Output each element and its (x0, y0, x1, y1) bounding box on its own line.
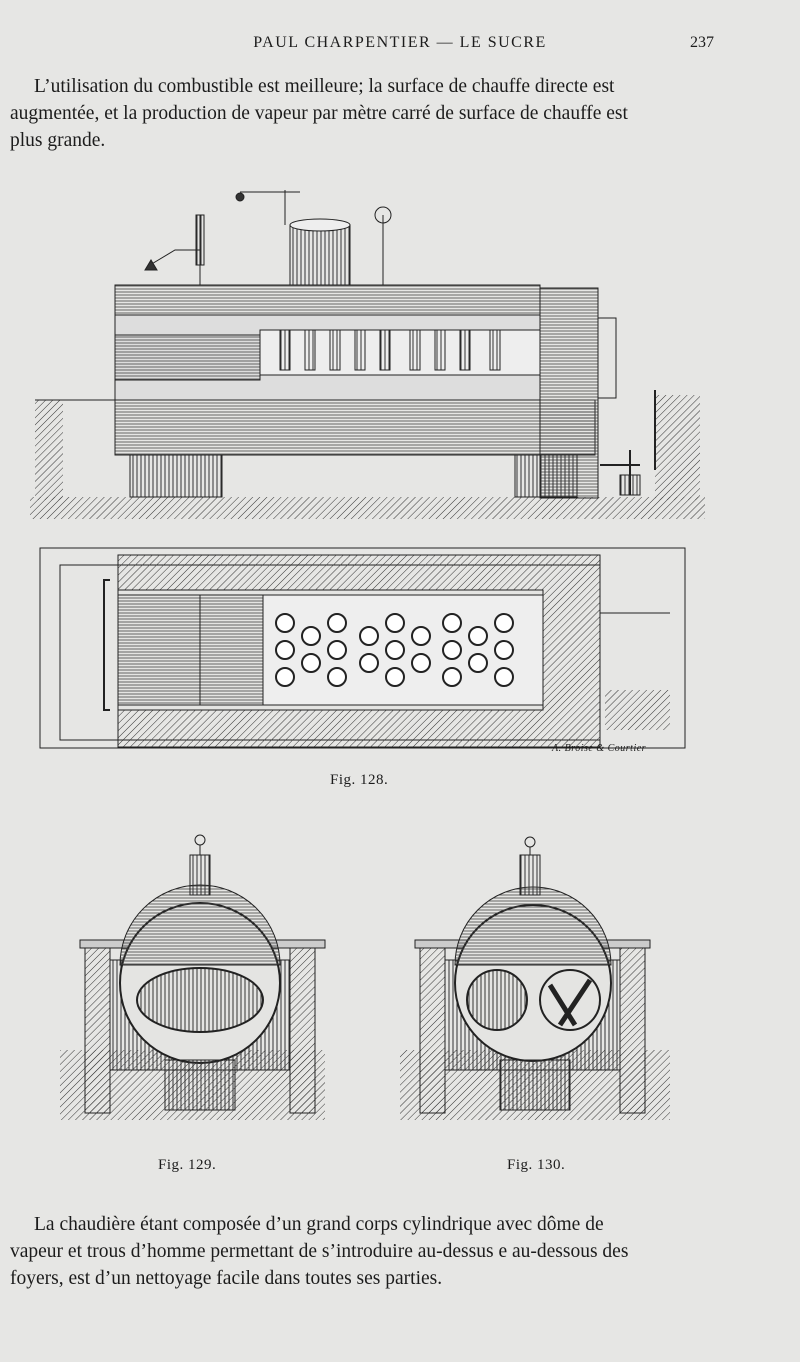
paragraph-conclusion: La chaudière étant composée d’un grand c… (10, 1211, 628, 1292)
fig130-drawing (400, 836, 670, 1120)
page-number: 237 (690, 34, 714, 51)
fig128-caption: Fig. 128. (330, 772, 389, 788)
engraver-signature: A. Broise & Courtier (552, 743, 647, 754)
running-header: PAUL CHARPENTIER — LE SUCRE (253, 34, 547, 51)
text-line: plus grande. (10, 130, 106, 151)
fig130-caption: Fig. 130. (507, 1157, 566, 1173)
text-line: augmentée, et la production de vapeur pa… (10, 103, 628, 124)
text-line: foyers, est d’un nettoyage facile dans t… (10, 1268, 443, 1289)
fig129-caption: Fig. 129. (158, 1157, 217, 1173)
fig128-plan (39, 547, 686, 749)
fig128-elevation (30, 190, 705, 519)
paragraph-intro: L’utilisation du combustible est meilleu… (10, 73, 628, 154)
text-line: L’utilisation du combustible est meilleu… (34, 76, 615, 97)
text-line: La chaudière étant composée d’un grand c… (34, 1214, 604, 1235)
fig129-drawing (60, 834, 326, 1120)
text-line: vapeur et trous d’homme permettant de s’… (10, 1241, 629, 1262)
